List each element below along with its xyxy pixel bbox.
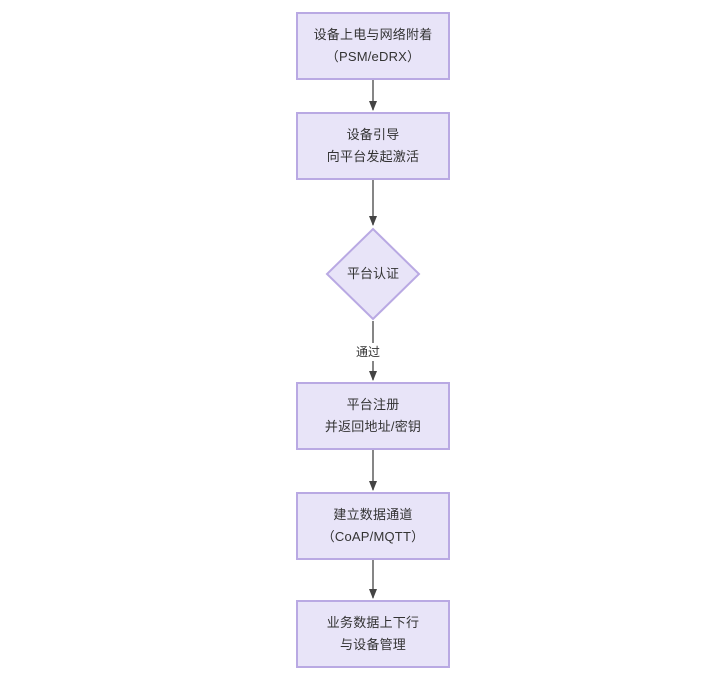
node-business-label: 业务数据上下行 与设备管理 — [326, 615, 420, 652]
node-channel-label: 建立数据通道 （CoAP/MQTT） — [321, 507, 425, 544]
node-powerup-label: 设备上电与网络附着 （PSM/eDRX） — [313, 27, 433, 64]
edge-label-pass: 通过 — [353, 343, 384, 361]
node-register-label: 平台注册 并返回地址/密钥 — [324, 397, 422, 434]
node-device-powerup[interactable]: 设备上电与网络附着 （PSM/eDRX） — [296, 12, 450, 80]
node-business-data[interactable]: 业务数据上下行 与设备管理 — [296, 600, 450, 668]
diamond-shape-icon — [325, 227, 421, 321]
node-bootstrap-label: 设备引导 向平台发起激活 — [326, 127, 420, 164]
node-platform-auth-decision[interactable]: 平台认证 — [325, 227, 421, 321]
node-platform-register[interactable]: 平台注册 并返回地址/密钥 — [296, 382, 450, 450]
node-data-channel[interactable]: 建立数据通道 （CoAP/MQTT） — [296, 492, 450, 560]
node-auth-label: 平台认证 — [346, 266, 399, 281]
node-device-bootstrap[interactable]: 设备引导 向平台发起激活 — [296, 112, 450, 180]
